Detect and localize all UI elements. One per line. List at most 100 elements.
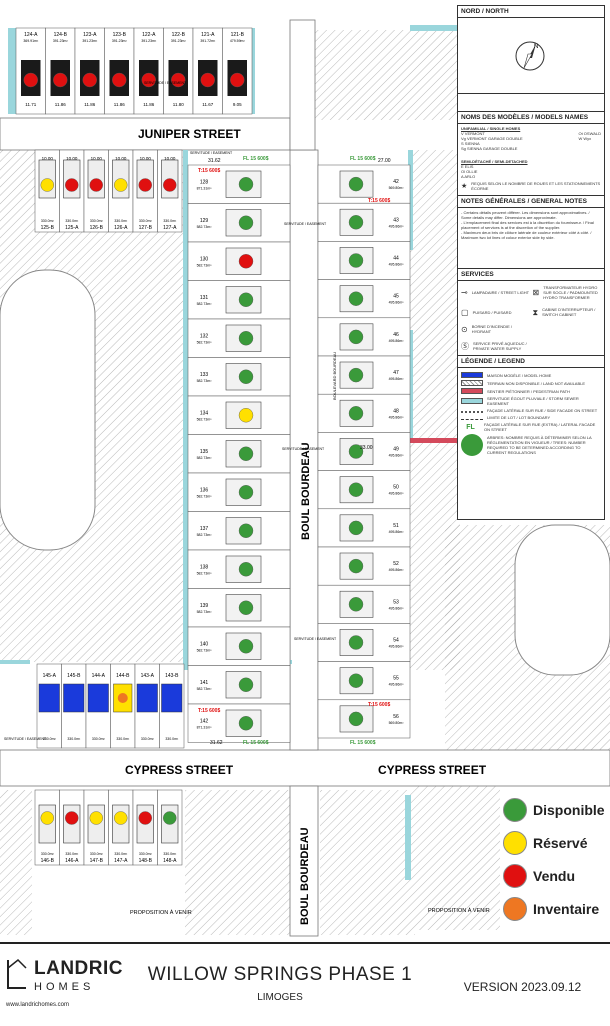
semi-line: SEMI-DÉTACHÉ / SEMI-DETACHED <box>461 159 528 164</box>
lot-boundary-swatch <box>461 416 483 420</box>
servitude-note-1: SERVITUDE / EASEMENT <box>190 151 233 155</box>
house-141 <box>225 671 262 699</box>
legend-item: MAISON MODÈLE / MODEL HOME <box>487 372 552 378</box>
lot-label-123-B: 123-B <box>113 32 127 38</box>
star-note: REQUIS SELON LE NOMBRE DE ROUES ET LES S… <box>471 181 601 191</box>
status-146-A <box>65 811 79 825</box>
lot-width-123-A: 11.86 <box>84 102 95 107</box>
lot-area-144-A: 330.0m² <box>92 737 106 741</box>
lot-label-141: 141 <box>200 680 209 686</box>
status-146-B <box>40 811 54 825</box>
status-134 <box>238 408 254 423</box>
servitude-note-5: SERVITUDE / EASEMENT <box>4 737 47 741</box>
sold-label: Vendu <box>533 868 576 884</box>
legend-list: MAISON MODÈLE / MODEL HOME TERRAIN NON D… <box>458 368 604 460</box>
status-127-B <box>138 178 152 192</box>
status-124-A <box>23 72 38 88</box>
lot-area-123-B: 391.23m² <box>112 39 128 43</box>
water-service-icon: Ⓢ <box>461 341 469 351</box>
lot-label-137: 137 <box>200 526 209 532</box>
lot-width-124-A: 11.71 <box>25 102 36 107</box>
legend-item: TERRAIN NON DISPONIBLE / LAND NOT AVAILA… <box>487 380 586 386</box>
status-139 <box>238 600 254 615</box>
fl-tag-bottom-left: FL 15 600$ <box>243 740 269 746</box>
lot-area-146-B: 330.0m² <box>41 852 55 856</box>
transformer-icon: ⊠ <box>532 288 540 297</box>
north-title: NORD / NORTH <box>458 6 604 18</box>
lot-area-146-A: 330.0m² <box>65 852 79 856</box>
price-tag-142: T:15 600$ <box>198 708 220 714</box>
lot-area-136: 582.73m² <box>197 494 213 498</box>
lot-width-126-B: 10.00 <box>91 156 103 161</box>
available-label: Disponible <box>533 802 605 818</box>
status-125-B <box>40 178 54 192</box>
lot-label-124-A: 124-A <box>24 32 38 38</box>
lot-label-56: 56 <box>393 714 399 720</box>
lot-label-142: 142 <box>200 718 209 724</box>
lot-area-48: 495.86m² <box>389 415 405 419</box>
house-145-A <box>38 683 60 713</box>
service-item: TRANSFORMATEUR HYDRO SUR SOCLE / PADMOUN… <box>543 285 598 300</box>
lot-label-143-A: 143-A <box>141 673 155 679</box>
lot-label-135: 135 <box>200 449 209 455</box>
lot-area-139: 582.73m² <box>197 610 213 614</box>
lot-area-137: 582.73m² <box>197 533 213 537</box>
fl-tag-bottom-right: FL 15 600$ <box>350 740 376 746</box>
lot-area-129: 582.73m² <box>197 225 213 229</box>
lot-area-42: 569.80m² <box>389 186 405 190</box>
price-tag-128: T:15 600$ <box>198 168 220 174</box>
models-line: Sg SIENNA GARAGE DOUBLE <box>461 146 518 151</box>
model-home-swatch <box>461 372 483 378</box>
lot-label-54: 54 <box>393 638 399 644</box>
lot-area-124-B: 391.23m² <box>53 39 69 43</box>
lot-width-123-B: 11.86 <box>114 102 125 107</box>
inventory-label: Inventaire <box>533 901 600 917</box>
lot-label-55: 55 <box>393 676 399 682</box>
status-148-A <box>163 811 177 825</box>
lot-label-126-A: 126-A <box>114 225 128 231</box>
status-127-A <box>163 178 177 192</box>
status-147-A <box>114 811 128 825</box>
service-item: PUISARD / PUISARD <box>472 309 512 315</box>
status-53 <box>348 597 364 612</box>
lot-area-133: 582.73m² <box>197 379 213 383</box>
lot-label-145-B: 145-B <box>67 673 81 679</box>
models-title: NOMS DES MODÈLES / MODELS NAMES <box>458 112 604 124</box>
status-52 <box>348 558 364 574</box>
lot-label-127-A: 127-A <box>163 225 177 231</box>
lot-width-121-A: 11.67 <box>202 102 213 107</box>
status-135 <box>238 446 254 461</box>
reserved-label: Réservé <box>533 835 588 851</box>
models-line: V VERMONT <box>461 131 485 136</box>
lot-label-43: 43 <box>393 217 399 223</box>
lot-label-52: 52 <box>393 561 399 567</box>
notes-line: - L'emplacement final des services est à… <box>461 220 594 230</box>
hydrant-icon: ⊙ <box>461 324 468 334</box>
status-125-A <box>65 178 79 192</box>
models-line: Ot OSWALD <box>578 131 601 136</box>
fl-tag-top-right: FL 15 600$ <box>350 156 376 162</box>
status-48 <box>348 406 364 421</box>
semi-line: Ol OLLIE <box>461 169 478 174</box>
lot-label-136: 136 <box>200 487 209 493</box>
legend-title: LÉGENDE / LEGEND <box>458 356 604 368</box>
lot-area-125-B: 330.0m² <box>41 219 55 223</box>
status-45 <box>348 291 364 306</box>
notes-line: - Maximum deux bris de clôture latérale … <box>461 230 592 240</box>
lot-width-127-B: 10.00 <box>140 156 152 161</box>
pedestrian-path-swatch <box>461 388 483 394</box>
lot-area-123-A: 391.23m² <box>82 39 98 43</box>
status-142 <box>238 716 254 731</box>
fl-icon: FL <box>466 423 475 431</box>
lot-area-122-B: 391.23m² <box>171 39 187 43</box>
side-facade-swatch <box>461 409 483 413</box>
servitude-note-2: SERVITUDE / EASEMENT <box>284 222 327 226</box>
lot-area-147-B: 330.0m² <box>90 852 104 856</box>
lot-label-133: 133 <box>200 372 209 378</box>
notes-list: - Certains détails peuvent différer. Les… <box>458 208 604 269</box>
lot-label-48: 48 <box>393 408 399 414</box>
models-line: S SIENNA <box>461 141 480 146</box>
semi-line: A ARLO <box>461 174 476 179</box>
lot-area-54: 495.86m² <box>389 645 405 649</box>
lot-area-50: 495.86m² <box>389 492 405 496</box>
